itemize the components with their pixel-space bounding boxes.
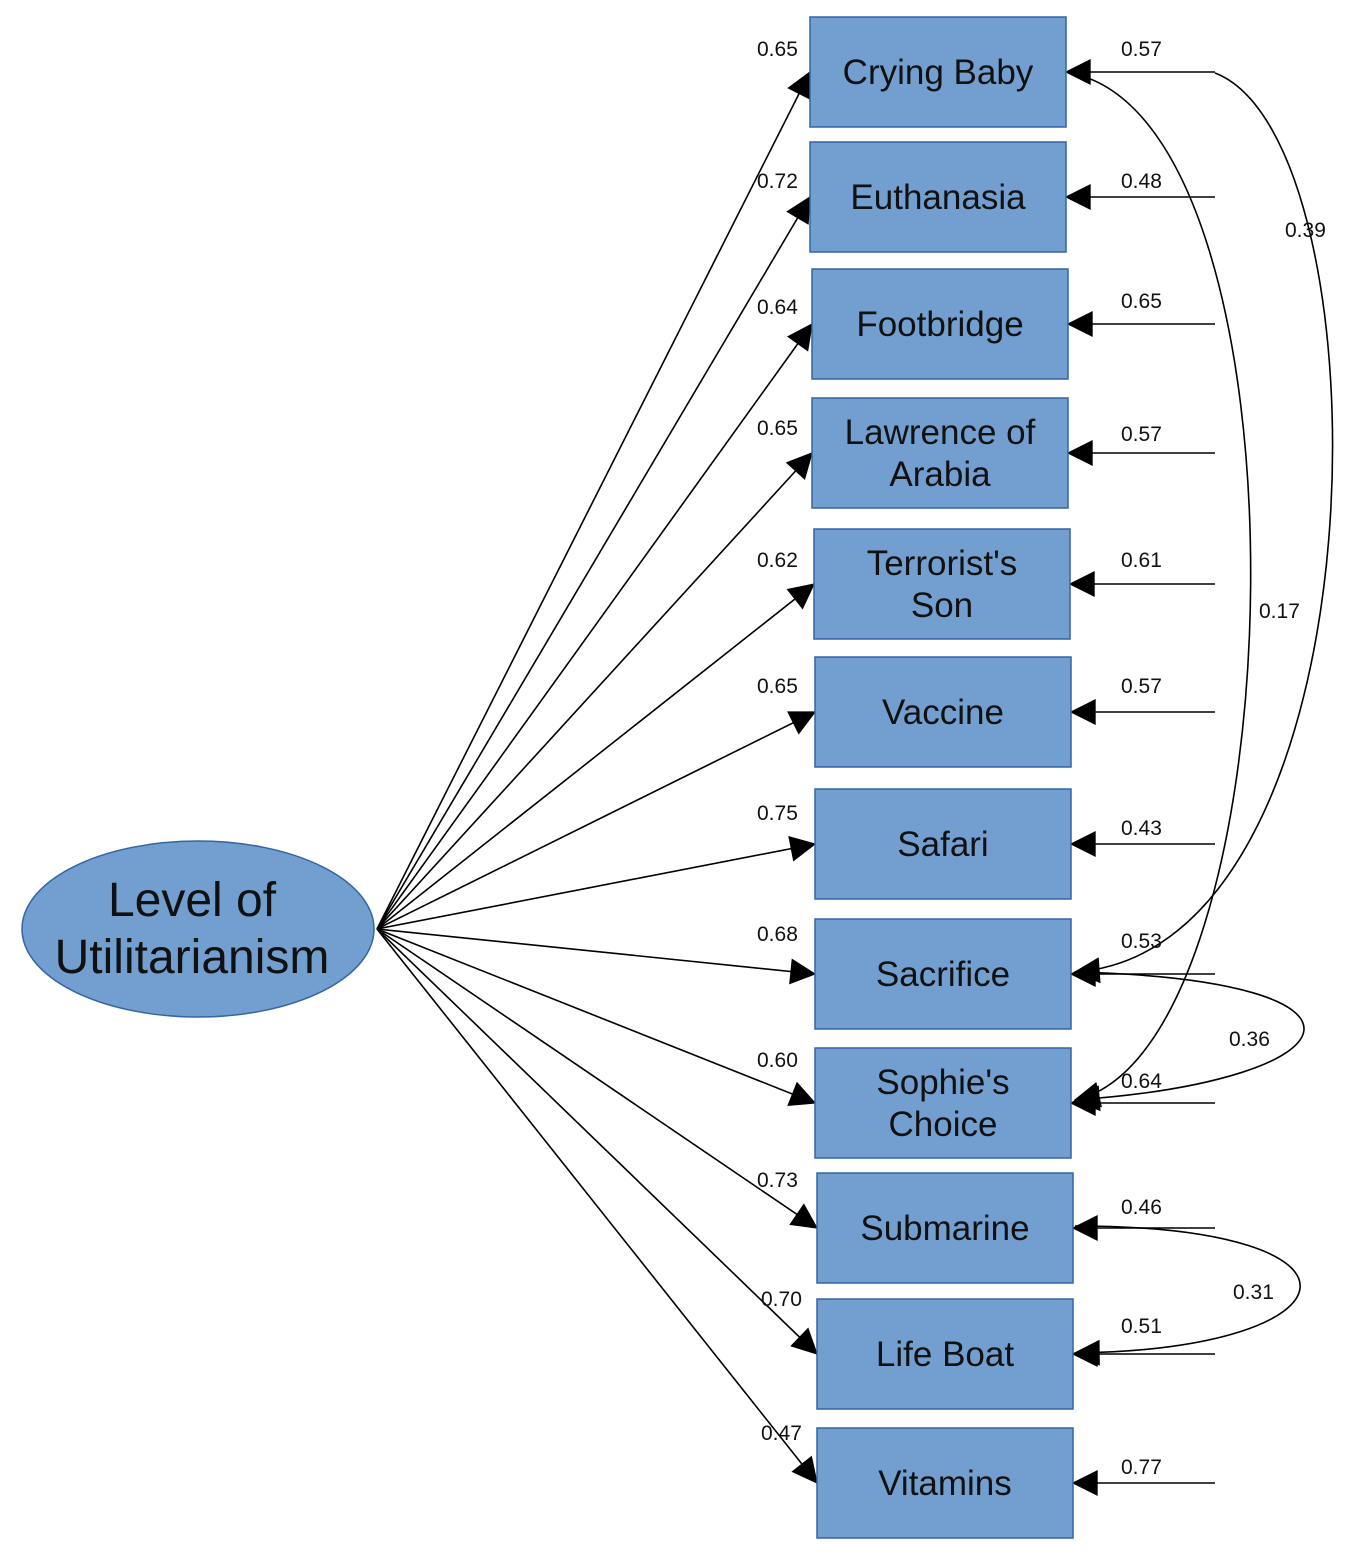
indicator-label-line: Vaccine bbox=[882, 693, 1004, 732]
residual-value-sacrifice: 0.53 bbox=[1121, 930, 1162, 953]
indicator-label-line: Safari bbox=[897, 825, 988, 864]
loading-value-terrorist-s-son: 0.62 bbox=[757, 549, 798, 572]
loading-arrow-vaccine bbox=[376, 711, 817, 930]
indicator-label-line: Euthanasia bbox=[850, 178, 1026, 217]
loading-value-crying-baby: 0.65 bbox=[757, 38, 798, 61]
indicator-label-sacrifice: Sacrifice bbox=[876, 955, 1010, 994]
residual-value-vitamins: 0.77 bbox=[1121, 1456, 1162, 1479]
indicator-label-line: Footbridge bbox=[856, 305, 1023, 344]
indicator-label-line: Choice bbox=[889, 1105, 998, 1144]
indicator-box-vitamins bbox=[816, 1427, 1074, 1539]
loading-value-lawrence-of-arabia: 0.65 bbox=[757, 417, 798, 440]
residual-value-euthanasia: 0.48 bbox=[1121, 170, 1162, 193]
edges-layer bbox=[376, 59, 1334, 1496]
latent-label-line: Utilitarianism bbox=[55, 931, 330, 984]
loading-arrow-safari bbox=[376, 835, 817, 930]
latent-ellipse bbox=[21, 840, 375, 1018]
nodes-layer bbox=[21, 16, 1074, 1539]
covariance-curve-sacrifice-sophie-s-choice bbox=[1073, 971, 1305, 1112]
indicator-label-line: Son bbox=[911, 586, 973, 625]
loading-arrow-crying-baby bbox=[376, 70, 811, 930]
covariance-value-crying-baby-sophie-s-choice: 0.17 bbox=[1259, 600, 1300, 623]
indicator-label-vaccine: Vaccine bbox=[882, 693, 1004, 732]
indicator-label-line: Life Boat bbox=[876, 1335, 1014, 1374]
indicator-label-line: Sacrifice bbox=[876, 955, 1010, 994]
indicator-box-sophie-s-choice bbox=[814, 1047, 1072, 1159]
indicator-box-sacrifice bbox=[814, 918, 1072, 1030]
indicator-label-line: Crying Baby bbox=[843, 53, 1034, 92]
loading-value-sophie-s-choice: 0.60 bbox=[757, 1049, 798, 1072]
indicator-box-crying-baby bbox=[809, 16, 1067, 128]
loading-arrow-euthanasia bbox=[376, 195, 811, 930]
indicator-label-line: Terrorist's bbox=[867, 544, 1018, 583]
loading-value-vitamins: 0.47 bbox=[761, 1422, 802, 1445]
loading-arrow-terrorist-s-son bbox=[376, 583, 816, 930]
indicator-label-life-boat: Life Boat bbox=[876, 1335, 1014, 1374]
indicator-label-line: Arabia bbox=[889, 455, 991, 494]
residual-value-footbridge: 0.65 bbox=[1121, 290, 1162, 313]
indicator-label-line: Sophie's bbox=[876, 1063, 1009, 1102]
covariance-value-sacrifice-sophie-s-choice: 0.36 bbox=[1229, 1028, 1270, 1051]
loading-value-safari: 0.75 bbox=[757, 802, 798, 825]
loading-arrow-life-boat bbox=[376, 928, 818, 1355]
indicator-box-safari bbox=[814, 788, 1072, 900]
loading-arrow-submarine bbox=[376, 928, 819, 1229]
covariance-curve-crying-baby-sophie-s-choice bbox=[1069, 72, 1252, 1108]
indicator-label-safari: Safari bbox=[897, 825, 988, 864]
indicator-label-submarine: Submarine bbox=[860, 1209, 1029, 1248]
residual-value-life-boat: 0.51 bbox=[1121, 1315, 1162, 1338]
covariance-value-crying-baby-sacrifice: 0.39 bbox=[1285, 219, 1326, 242]
loading-arrow-lawrence-of-arabia bbox=[376, 452, 813, 930]
indicator-label-euthanasia: Euthanasia bbox=[850, 178, 1026, 217]
loading-value-sacrifice: 0.68 bbox=[757, 923, 798, 946]
loading-value-vaccine: 0.65 bbox=[757, 675, 798, 698]
residual-value-submarine: 0.46 bbox=[1121, 1196, 1162, 1219]
loading-value-submarine: 0.73 bbox=[757, 1169, 798, 1192]
loading-arrow-vitamins bbox=[376, 928, 818, 1485]
latent-label-line: Level of bbox=[108, 874, 277, 927]
residual-value-sophie-s-choice: 0.64 bbox=[1121, 1070, 1162, 1093]
indicator-label-vitamins: Vitamins bbox=[878, 1464, 1012, 1503]
indicator-box-vaccine bbox=[814, 656, 1072, 768]
residual-value-lawrence-of-arabia: 0.57 bbox=[1121, 423, 1162, 446]
indicator-label-line: Submarine bbox=[860, 1209, 1029, 1248]
residual-value-vaccine: 0.57 bbox=[1121, 675, 1162, 698]
indicator-box-life-boat bbox=[816, 1298, 1074, 1410]
indicator-box-euthanasia bbox=[809, 141, 1067, 253]
indicator-box-terrorist-s-son bbox=[813, 528, 1071, 640]
loading-value-life-boat: 0.70 bbox=[761, 1288, 802, 1311]
residual-value-safari: 0.43 bbox=[1121, 817, 1162, 840]
indicator-box-lawrence-of-arabia bbox=[811, 397, 1069, 509]
indicator-box-footbridge bbox=[811, 268, 1069, 380]
loading-arrow-footbridge bbox=[376, 322, 813, 930]
covariance-value-submarine-life-boat: 0.31 bbox=[1233, 1281, 1274, 1304]
covariance-curve-submarine-life-boat bbox=[1073, 1225, 1301, 1366]
indicator-label-line: Lawrence of bbox=[845, 413, 1036, 452]
loading-value-footbridge: 0.64 bbox=[757, 296, 798, 319]
covariance-curve-crying-baby-sacrifice bbox=[1073, 72, 1334, 984]
loading-arrow-sophie-s-choice bbox=[376, 928, 817, 1106]
residual-value-terrorist-s-son: 0.61 bbox=[1121, 549, 1162, 572]
indicator-box-submarine bbox=[816, 1172, 1074, 1284]
loading-value-euthanasia: 0.72 bbox=[757, 170, 798, 193]
loading-arrow-sacrifice bbox=[376, 928, 817, 985]
indicator-label-footbridge: Footbridge bbox=[856, 305, 1023, 344]
indicator-label-crying-baby: Crying Baby bbox=[843, 53, 1034, 92]
residual-value-crying-baby: 0.57 bbox=[1121, 38, 1162, 61]
indicator-label-line: Vitamins bbox=[878, 1464, 1012, 1503]
